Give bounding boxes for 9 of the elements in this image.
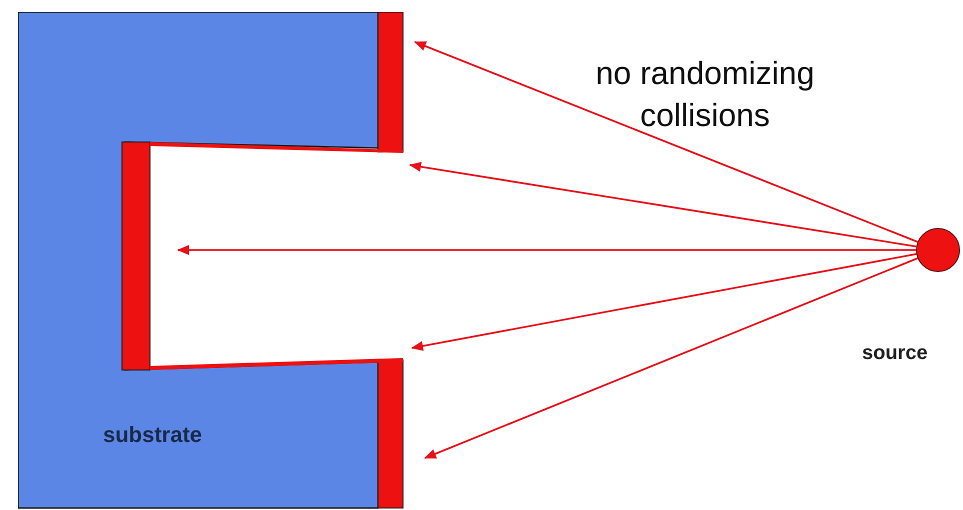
source-circle <box>916 228 960 272</box>
arrow <box>414 41 918 243</box>
arrow <box>424 257 918 459</box>
part-label: source <box>862 342 928 365</box>
annotation-text: no randomizing collisions <box>594 54 816 135</box>
arrow <box>409 162 916 248</box>
arrow <box>411 253 917 351</box>
arrow <box>177 245 916 255</box>
part-label: substrate <box>103 422 202 448</box>
